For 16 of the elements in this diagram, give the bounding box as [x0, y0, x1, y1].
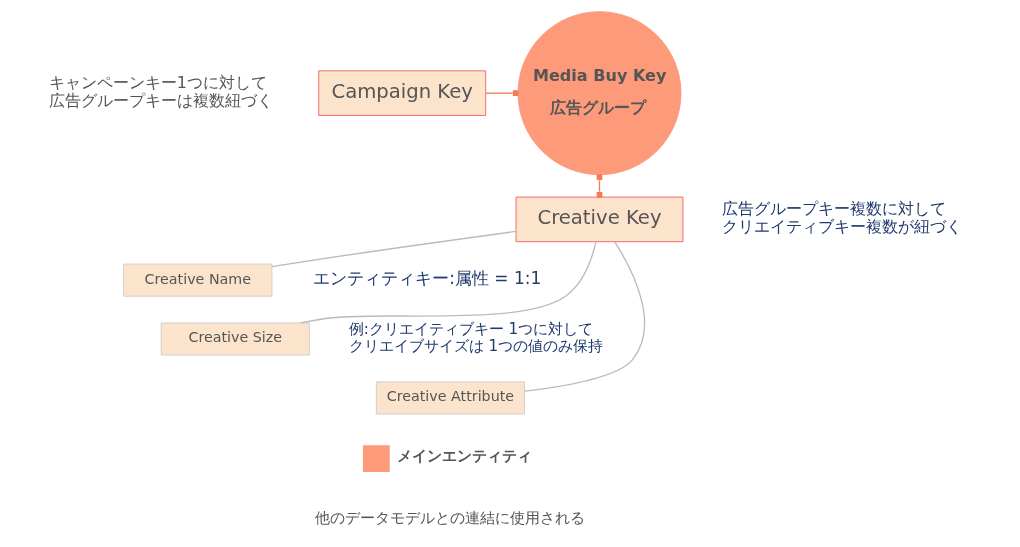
node-box: Creative Name: [123, 263, 273, 297]
node-box: Campaign Key: [318, 70, 487, 116]
node-box: Creative Size: [160, 322, 310, 356]
connector: [485, 90, 519, 96]
node-circle: Media Buy Key 広告グループ: [517, 11, 682, 176]
label: 例:クリエイティブキー 1つに対してクリエイブサイズは 1つの値のみ保持: [348, 320, 604, 356]
label: エンティティキー:属性 = 1:1: [313, 268, 542, 289]
label: 広告グループキー複数に対してクリエイティブキー複数が紐づく: [722, 199, 963, 237]
connector: [523, 241, 646, 392]
label: キャンペーンキー1つに対して広告グループキーは複数紐づく: [48, 73, 273, 111]
node-box: Creative Attribute: [375, 381, 525, 415]
label: 他のデータモデルとの連結に使用される: [315, 509, 586, 528]
legend-label: メインエンティティ: [396, 447, 532, 466]
connector: [299, 241, 597, 324]
node-box: Creative Key: [515, 196, 684, 243]
connector: [271, 230, 517, 268]
